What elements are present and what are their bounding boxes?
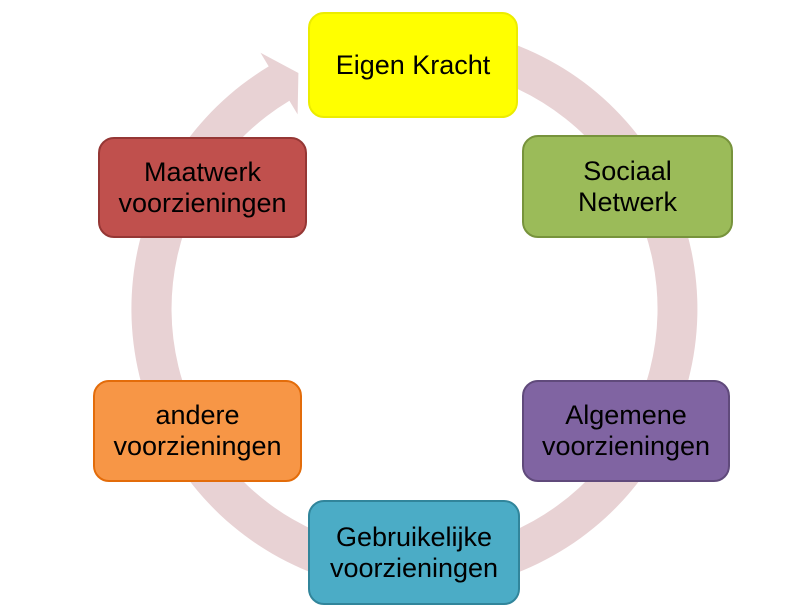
node-andere-voorzieningen: andere voorzieningen [93,380,302,482]
node-algemene-voorzieningen: Algemene voorzieningen [522,380,730,482]
node-eigen-kracht-label: Eigen Kracht [335,49,491,80]
node-algemene-voorzieningen-label: Algemene voorzieningen [541,400,711,461]
node-maatwerk-voorzieningen: Maatwerk voorzieningen [98,137,307,238]
node-gebruikelijke-voorzieningen: Gebruikelijke voorzieningen [308,500,520,605]
node-eigen-kracht: Eigen Kracht [308,12,518,118]
node-maatwerk-voorzieningen-label: Maatwerk voorzieningen [118,156,287,218]
node-sociaal-netwerk: Sociaal Netwerk [522,135,733,238]
node-sociaal-netwerk-label: Sociaal Netwerk [577,155,678,217]
node-gebruikelijke-voorzieningen-label: Gebruikelijke voorzieningen [329,521,499,583]
node-andere-voorzieningen-label: andere voorzieningen [113,400,282,461]
